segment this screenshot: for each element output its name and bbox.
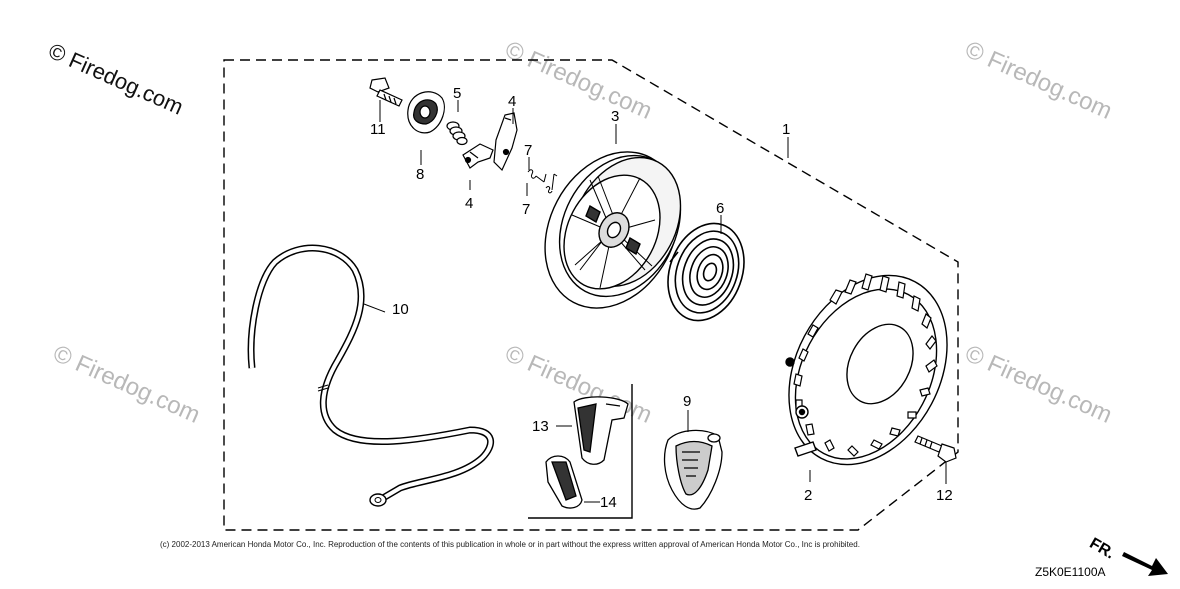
grip-13 [573,396,629,465]
callout-2: 2 [804,487,812,504]
friction-spring-5 [446,121,468,146]
friction-plate-8 [407,91,445,134]
callout-8: 8 [416,166,424,183]
callout-7-lower: 7 [522,201,530,218]
callout-9: 9 [683,393,691,410]
starter-case-2 [785,273,948,466]
callout-7-upper: 7 [524,142,532,159]
starter-rope [247,244,495,507]
recoil-spring-6 [667,222,745,322]
assembly-boundary [223,59,959,531]
ratchet-spring-7-lower [545,173,558,194]
ratchet-4-lower [462,143,494,169]
callout-10: 10 [392,301,409,318]
callout-12: 12 [936,487,953,504]
starter-grip-9 [663,429,723,510]
callout-3: 3 [611,108,619,125]
grip-insert-14 [545,455,583,509]
flange-bolt-11 [369,77,403,107]
callout-14: 14 [600,494,617,511]
alternate-parts-divider [528,384,633,519]
ratchet-4-upper [493,112,518,172]
recoil-reel-3 [544,151,682,309]
front-direction-arrow [1122,552,1168,576]
callout-13: 13 [532,418,549,435]
diagram-code: Z5K0E1100A [1035,565,1106,579]
ratchet-spring-7-upper [527,169,547,183]
callout-11: 11 [370,121,386,138]
callout-4-lower: 4 [465,195,473,212]
flange-bolt-12 [914,435,957,463]
callout-1: 1 [782,121,790,138]
callout-5: 5 [453,85,461,102]
copyright-notice: (c) 2002-2013 American Honda Motor Co., … [160,540,860,549]
callout-6: 6 [716,200,724,217]
leader-lines [363,100,947,503]
callout-4-upper: 4 [508,93,516,110]
